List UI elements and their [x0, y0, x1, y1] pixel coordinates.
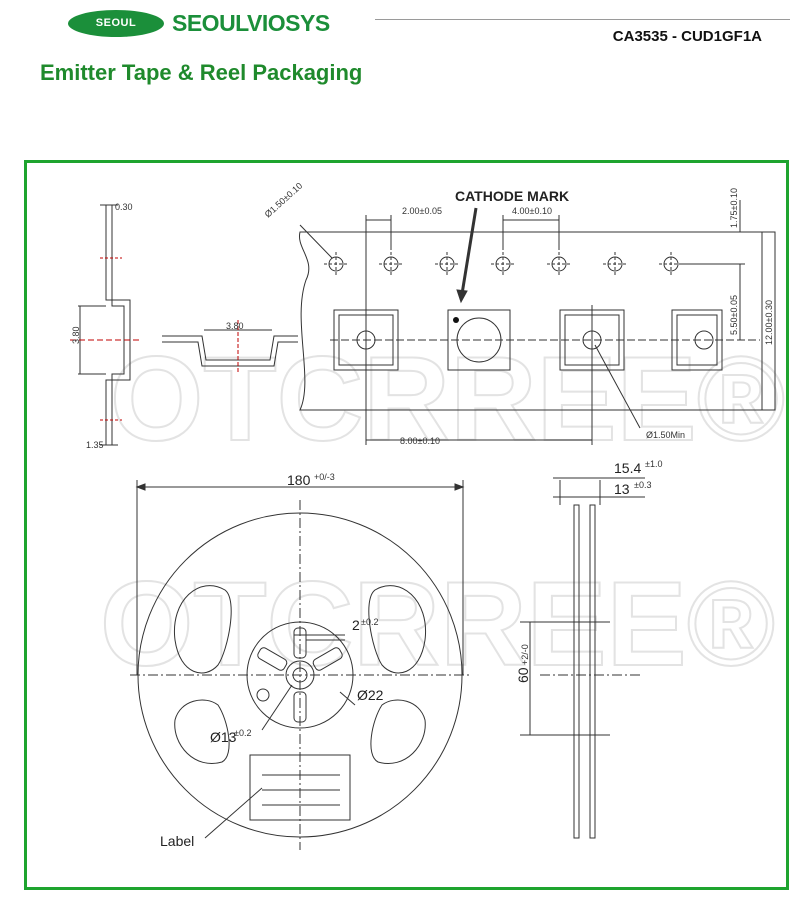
- seoul-viosys-logo: SEOUL SEOULVIOSYS: [68, 6, 358, 40]
- dim-overall-thickness: 1.35: [86, 440, 104, 450]
- dim-pocket-width: 3.80: [226, 321, 244, 331]
- header-divider: [375, 19, 790, 20]
- logo-badge-text: SEOUL: [95, 17, 137, 29]
- dim-reel-diameter-tol: +0/-3: [314, 472, 335, 482]
- tape-profile-side: [70, 204, 140, 446]
- dim-pocket-hole: Ø1.50Min: [646, 430, 685, 440]
- dim-pocket-offset: 5.50±0.05: [729, 295, 739, 335]
- cathode-mark-label: CATHODE MARK: [455, 188, 569, 204]
- dim-tape-width: 12.00±0.30: [764, 300, 774, 345]
- dim-inner-width: 13: [614, 481, 630, 497]
- page-title: Emitter Tape & Reel Packaging: [40, 60, 363, 85]
- carrier-tape-top-view: [299, 200, 776, 445]
- dim-arbor: Ø13: [210, 729, 237, 745]
- drawing-frame: [24, 160, 789, 890]
- reel-front-view: [130, 480, 470, 850]
- dim-hub-dia-tol: +2/-0: [520, 644, 530, 665]
- logo-badge: SEOUL: [68, 10, 164, 37]
- dim-hole-pitch-a: 2.00±0.05: [402, 206, 442, 216]
- dim-arbor-tol: ±0.2: [234, 728, 251, 738]
- dim-hub: Ø22: [357, 687, 384, 703]
- dim-reel-diameter: 180: [287, 472, 311, 488]
- dim-slot-tol: ±0.2: [361, 617, 378, 627]
- dim-sprocket-dia: Ø1.50±0.10: [263, 181, 305, 220]
- cathode-dot: [453, 317, 459, 323]
- logo-wordmark: SEOULVIOSYS: [172, 10, 330, 36]
- dim-hub-dia: 60: [515, 667, 531, 683]
- tape-cross-section: [162, 320, 298, 372]
- dim-pocket-pitch: 8.00±0.10: [400, 436, 440, 446]
- dim-pocket-depth: 3.80: [71, 326, 81, 344]
- dim-inner-width-tol: ±0.3: [634, 480, 651, 490]
- part-number: CA3535 - CUD1GF1A: [612, 28, 762, 45]
- label-callout: Label: [160, 833, 194, 849]
- dim-thickness: 0.30: [115, 202, 133, 212]
- reel-side-view: [520, 477, 645, 839]
- dim-outer-width: 15.4: [614, 460, 641, 476]
- dim-edge: 1.75±0.10: [729, 188, 739, 228]
- dim-slot: 2: [352, 617, 360, 633]
- dim-outer-width-tol: ±1.0: [645, 459, 662, 469]
- dim-hole-pitch-b: 4.00±0.10: [512, 206, 552, 216]
- watermark-bottom: OTCRREE®: [100, 557, 775, 691]
